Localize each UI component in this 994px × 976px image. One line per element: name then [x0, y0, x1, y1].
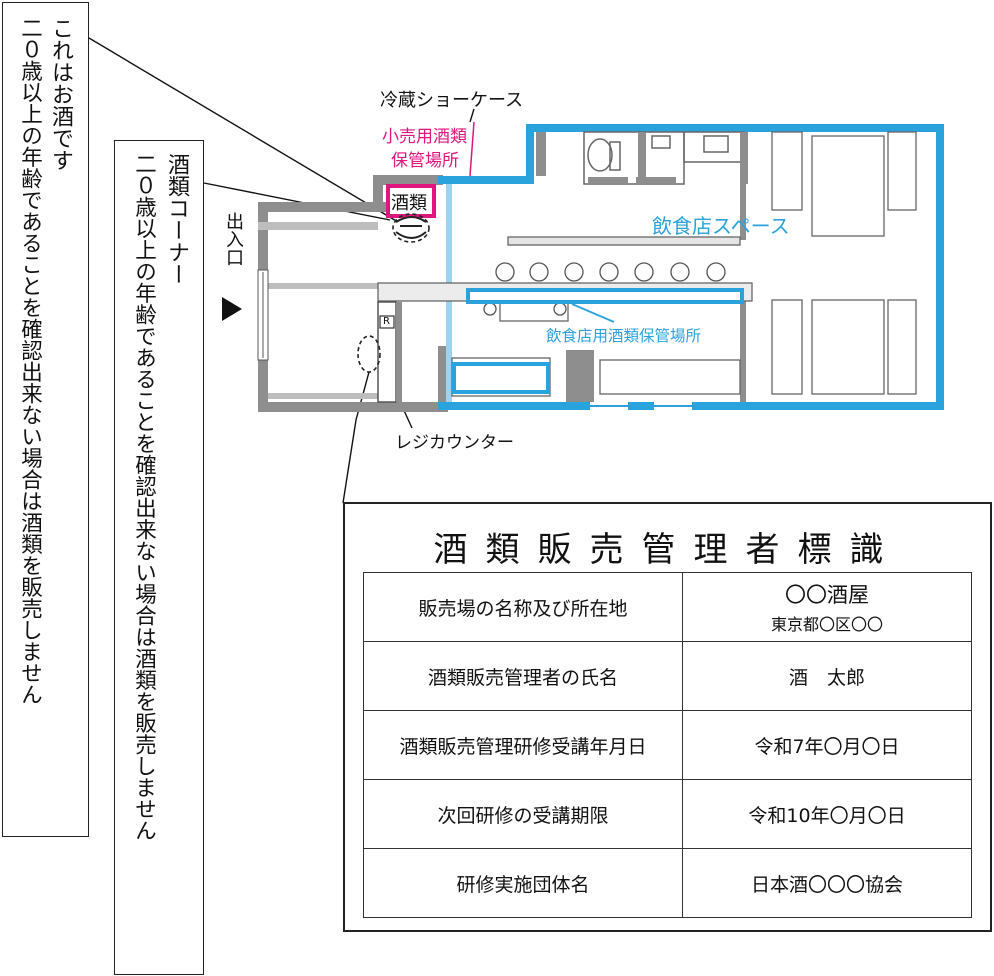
table-row: 酒類販売管理研修受講年月日 令和7年〇月〇日: [363, 710, 972, 780]
note-box-adult-notice: これはお酒です 二０歳以上の年齢であることを確認出来ない場合は酒類を販売しません: [2, 2, 89, 837]
shop-address: 東京都〇区〇〇: [770, 615, 883, 634]
toilet-room: [583, 131, 748, 185]
note-line-2: 二０歳以上の年齢であることを確認出来ない場合は酒類を販売しません: [131, 153, 157, 841]
shop-name: 〇〇酒屋: [785, 583, 869, 607]
row-value: 令和7年〇月〇日: [682, 710, 972, 780]
dining-storage-counter: [466, 288, 744, 304]
stools: [483, 262, 726, 316]
dashed-circle-liquor: [392, 213, 430, 243]
dining-space-label: 飲食店スペース: [652, 214, 790, 238]
table-row: 研修実施団体名 日本酒〇〇〇協会: [363, 848, 972, 918]
row-label: 酒類販売管理研修受講年月日: [363, 710, 683, 780]
row-value: 〇〇酒屋 東京都〇区〇〇: [682, 572, 972, 642]
retail-storage-label-2: 保管場所: [391, 151, 459, 171]
note-line-2: 二０歳以上の年齢であることを確認出来ない場合は酒類を販売しません: [17, 17, 43, 705]
showcase-label: 冷蔵ショーケース: [380, 90, 524, 111]
liquor-manager-sign: 酒類販売管理者標識 販売場の名称及び所在地 〇〇酒屋 東京都〇区〇〇 酒類販売管…: [343, 502, 992, 932]
liquor-marks: [395, 216, 427, 239]
register-mark: R: [383, 316, 390, 327]
table-row: 販売場の名称及び所在地 〇〇酒屋 東京都〇区〇〇: [363, 572, 972, 642]
dining-storage-box: [452, 362, 550, 394]
sign-table: 販売場の名称及び所在地 〇〇酒屋 東京都〇区〇〇 酒類販売管理者の氏名 酒 太郎…: [363, 572, 972, 918]
note-line-1: 酒類コーナー: [164, 153, 189, 285]
liquor-tag: 酒類: [391, 193, 427, 214]
row-label: 次回研修の受講期限: [363, 779, 683, 849]
register-label: レジカウンター: [395, 433, 514, 453]
row-label: 酒類販売管理者の氏名: [363, 641, 683, 711]
entrance-label: 出入口: [223, 212, 244, 266]
row-value: 令和10年〇月〇日: [682, 779, 972, 849]
dashed-circle-register: [357, 335, 381, 373]
table-row: 酒類販売管理者の氏名 酒 太郎: [363, 641, 972, 711]
entrance-arrow-icon: [222, 297, 242, 321]
note-line-1: これはお酒です: [48, 17, 73, 171]
note-box-liquor-corner: 酒類コーナー 二０歳以上の年齢であることを確認出来ない場合は酒類を販売しません: [114, 140, 204, 975]
row-value: 日本酒〇〇〇協会: [682, 848, 972, 918]
retail-storage-label-1: 小売用酒類: [382, 127, 467, 147]
row-label: 販売場の名称及び所在地: [363, 572, 683, 642]
sign-title: 酒類販売管理者標識: [433, 530, 902, 570]
dining-storage-label: 飲食店用酒類保管場所: [546, 327, 702, 345]
row-value: 酒 太郎: [682, 641, 972, 711]
row-label: 研修実施団体名: [363, 848, 683, 918]
table-row: 次回研修の受講期限 令和10年〇月〇日: [363, 779, 972, 849]
